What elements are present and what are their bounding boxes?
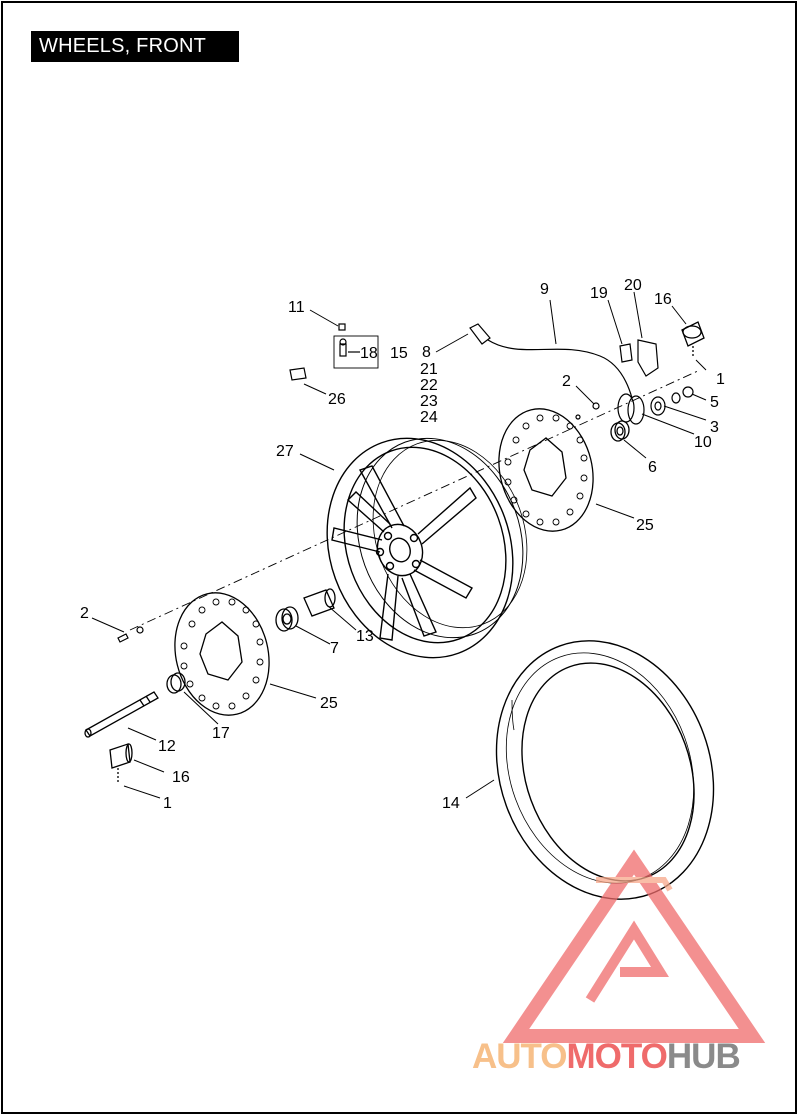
callout-16-upper: 16	[654, 291, 672, 308]
callout-23: 23	[420, 393, 438, 410]
callout-2-lower: 2	[80, 605, 89, 622]
callout-11: 11	[288, 299, 305, 316]
callout-9: 9	[540, 281, 549, 298]
callout-5: 5	[710, 394, 719, 411]
callout-13: 13	[356, 628, 374, 645]
callout-25-lower: 25	[320, 695, 338, 712]
watermark-triangle-inner	[585, 920, 669, 1003]
callout-15: 15	[390, 345, 408, 362]
washer-part-3	[650, 396, 666, 416]
page-title: WHEELS, FRONT	[31, 31, 239, 62]
watermark-text: AUTOMOTOHUB	[472, 1037, 740, 1076]
axle-cap-part-16-lower	[109, 743, 133, 782]
axle-cap-part-16-upper	[681, 321, 705, 358]
watermark-text-auto: AUTO	[472, 1037, 567, 1076]
callout-22: 22	[420, 377, 438, 394]
wheel-weight-part-26	[289, 367, 307, 381]
wheel-speed-sensor-part-8	[469, 323, 633, 399]
callout-26: 26	[328, 391, 346, 408]
nut-part-5	[671, 386, 694, 404]
callout-6: 6	[648, 459, 657, 476]
callout-24: 24	[420, 409, 438, 426]
valve-cap-part-11	[338, 323, 346, 331]
callout-7: 7	[330, 640, 339, 657]
bracket-part-20	[637, 339, 659, 377]
axle-part-12	[84, 691, 159, 738]
callout-17: 17	[212, 725, 230, 742]
callout-1-upper: 1	[716, 371, 725, 388]
axis-centerline	[129, 369, 701, 631]
callout-labels: 11 8 21 22 23 24 18 15 26 9 19 20 16 1 5…	[80, 277, 725, 812]
callout-16-lower: 16	[172, 769, 190, 786]
spacer-part-13	[303, 588, 336, 617]
callout-14: 14	[442, 795, 460, 812]
callout-21: 21	[420, 361, 438, 378]
callout-20: 20	[624, 277, 642, 294]
bearing-part-6	[610, 420, 630, 442]
sensor-ring-part-10	[617, 393, 645, 425]
bearing-part-7	[275, 606, 299, 632]
brake-rotor-part-25-lower	[174, 592, 270, 716]
watermark-text-hub: HUB	[667, 1037, 740, 1076]
wheel-part-27	[326, 437, 528, 659]
watermark-text-moto: MOTO	[567, 1037, 667, 1076]
callout-3: 3	[710, 419, 719, 436]
callout-10: 10	[694, 434, 712, 451]
spacer-part-17	[166, 672, 186, 694]
callout-12: 12	[158, 738, 176, 755]
callout-8: 8	[422, 344, 431, 361]
screw-part-2-lower	[117, 626, 144, 643]
watermark-accent	[596, 877, 673, 892]
valve-stem-part-18	[333, 335, 379, 369]
screw-part-2-upper	[575, 402, 600, 420]
watermark-triangle-outer	[502, 849, 766, 1043]
callout-19: 19	[590, 285, 608, 302]
brake-rotor-part-25-upper	[498, 408, 594, 532]
watermark-logo	[502, 849, 766, 1043]
callout-leaders	[91, 291, 707, 799]
callout-27: 27	[276, 443, 294, 460]
callout-2-upper: 2	[562, 373, 571, 390]
callout-1-lower: 1	[163, 795, 172, 812]
bracket-part-19	[619, 343, 633, 363]
callout-18: 18	[360, 345, 378, 362]
callout-25-upper: 25	[636, 517, 654, 534]
